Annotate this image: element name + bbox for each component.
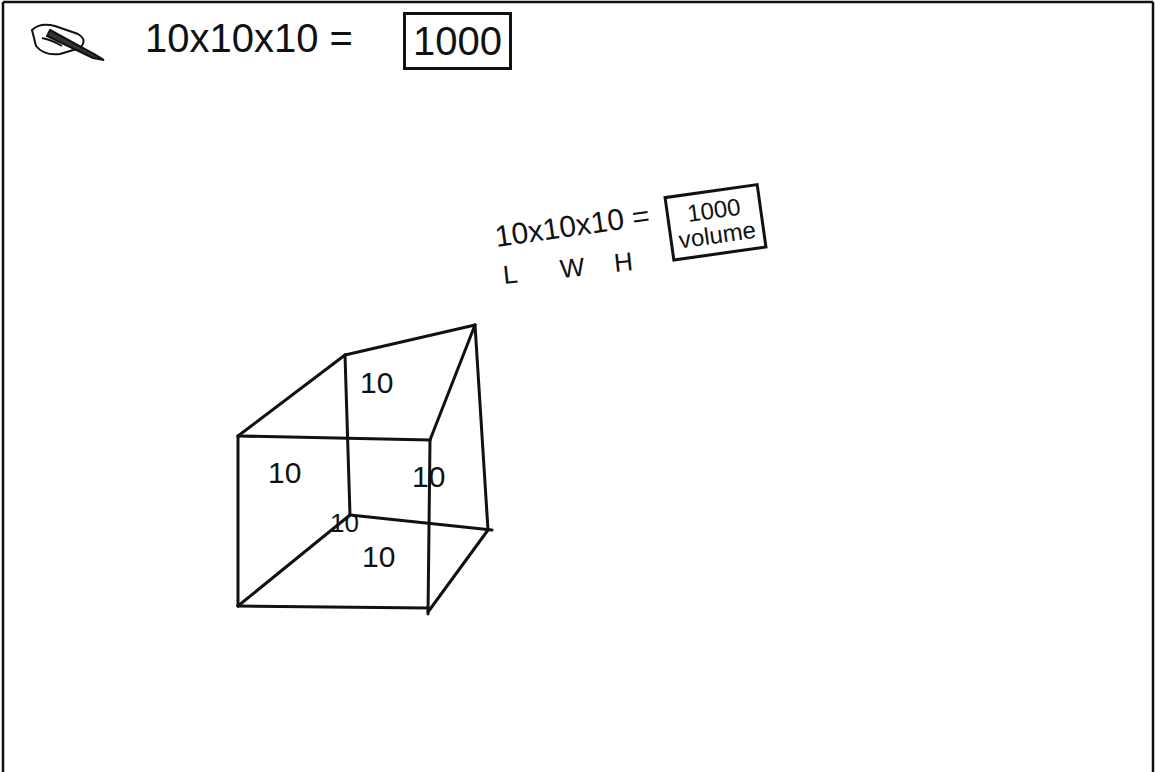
equation: 10x10x10 =: [145, 18, 353, 58]
cube-drawing: [238, 325, 492, 614]
dimension-letter: W: [559, 254, 586, 282]
dimension: 10: [362, 542, 395, 572]
answer-box: 1000 volume: [663, 183, 767, 262]
dimension: 10: [360, 368, 393, 398]
answer-text: 1000: [412, 20, 503, 62]
answer-text: 1000 volume: [673, 192, 757, 253]
dimension: 10: [412, 462, 445, 492]
dimension: 10: [330, 510, 359, 536]
answer-box: 1000: [403, 12, 512, 70]
dimension-letter: L: [502, 261, 519, 288]
equation: 10x10x10 =: [493, 200, 652, 251]
dimension-letter: H: [613, 248, 634, 276]
pencil-icon: [32, 25, 104, 60]
dimension: 10: [268, 458, 301, 488]
